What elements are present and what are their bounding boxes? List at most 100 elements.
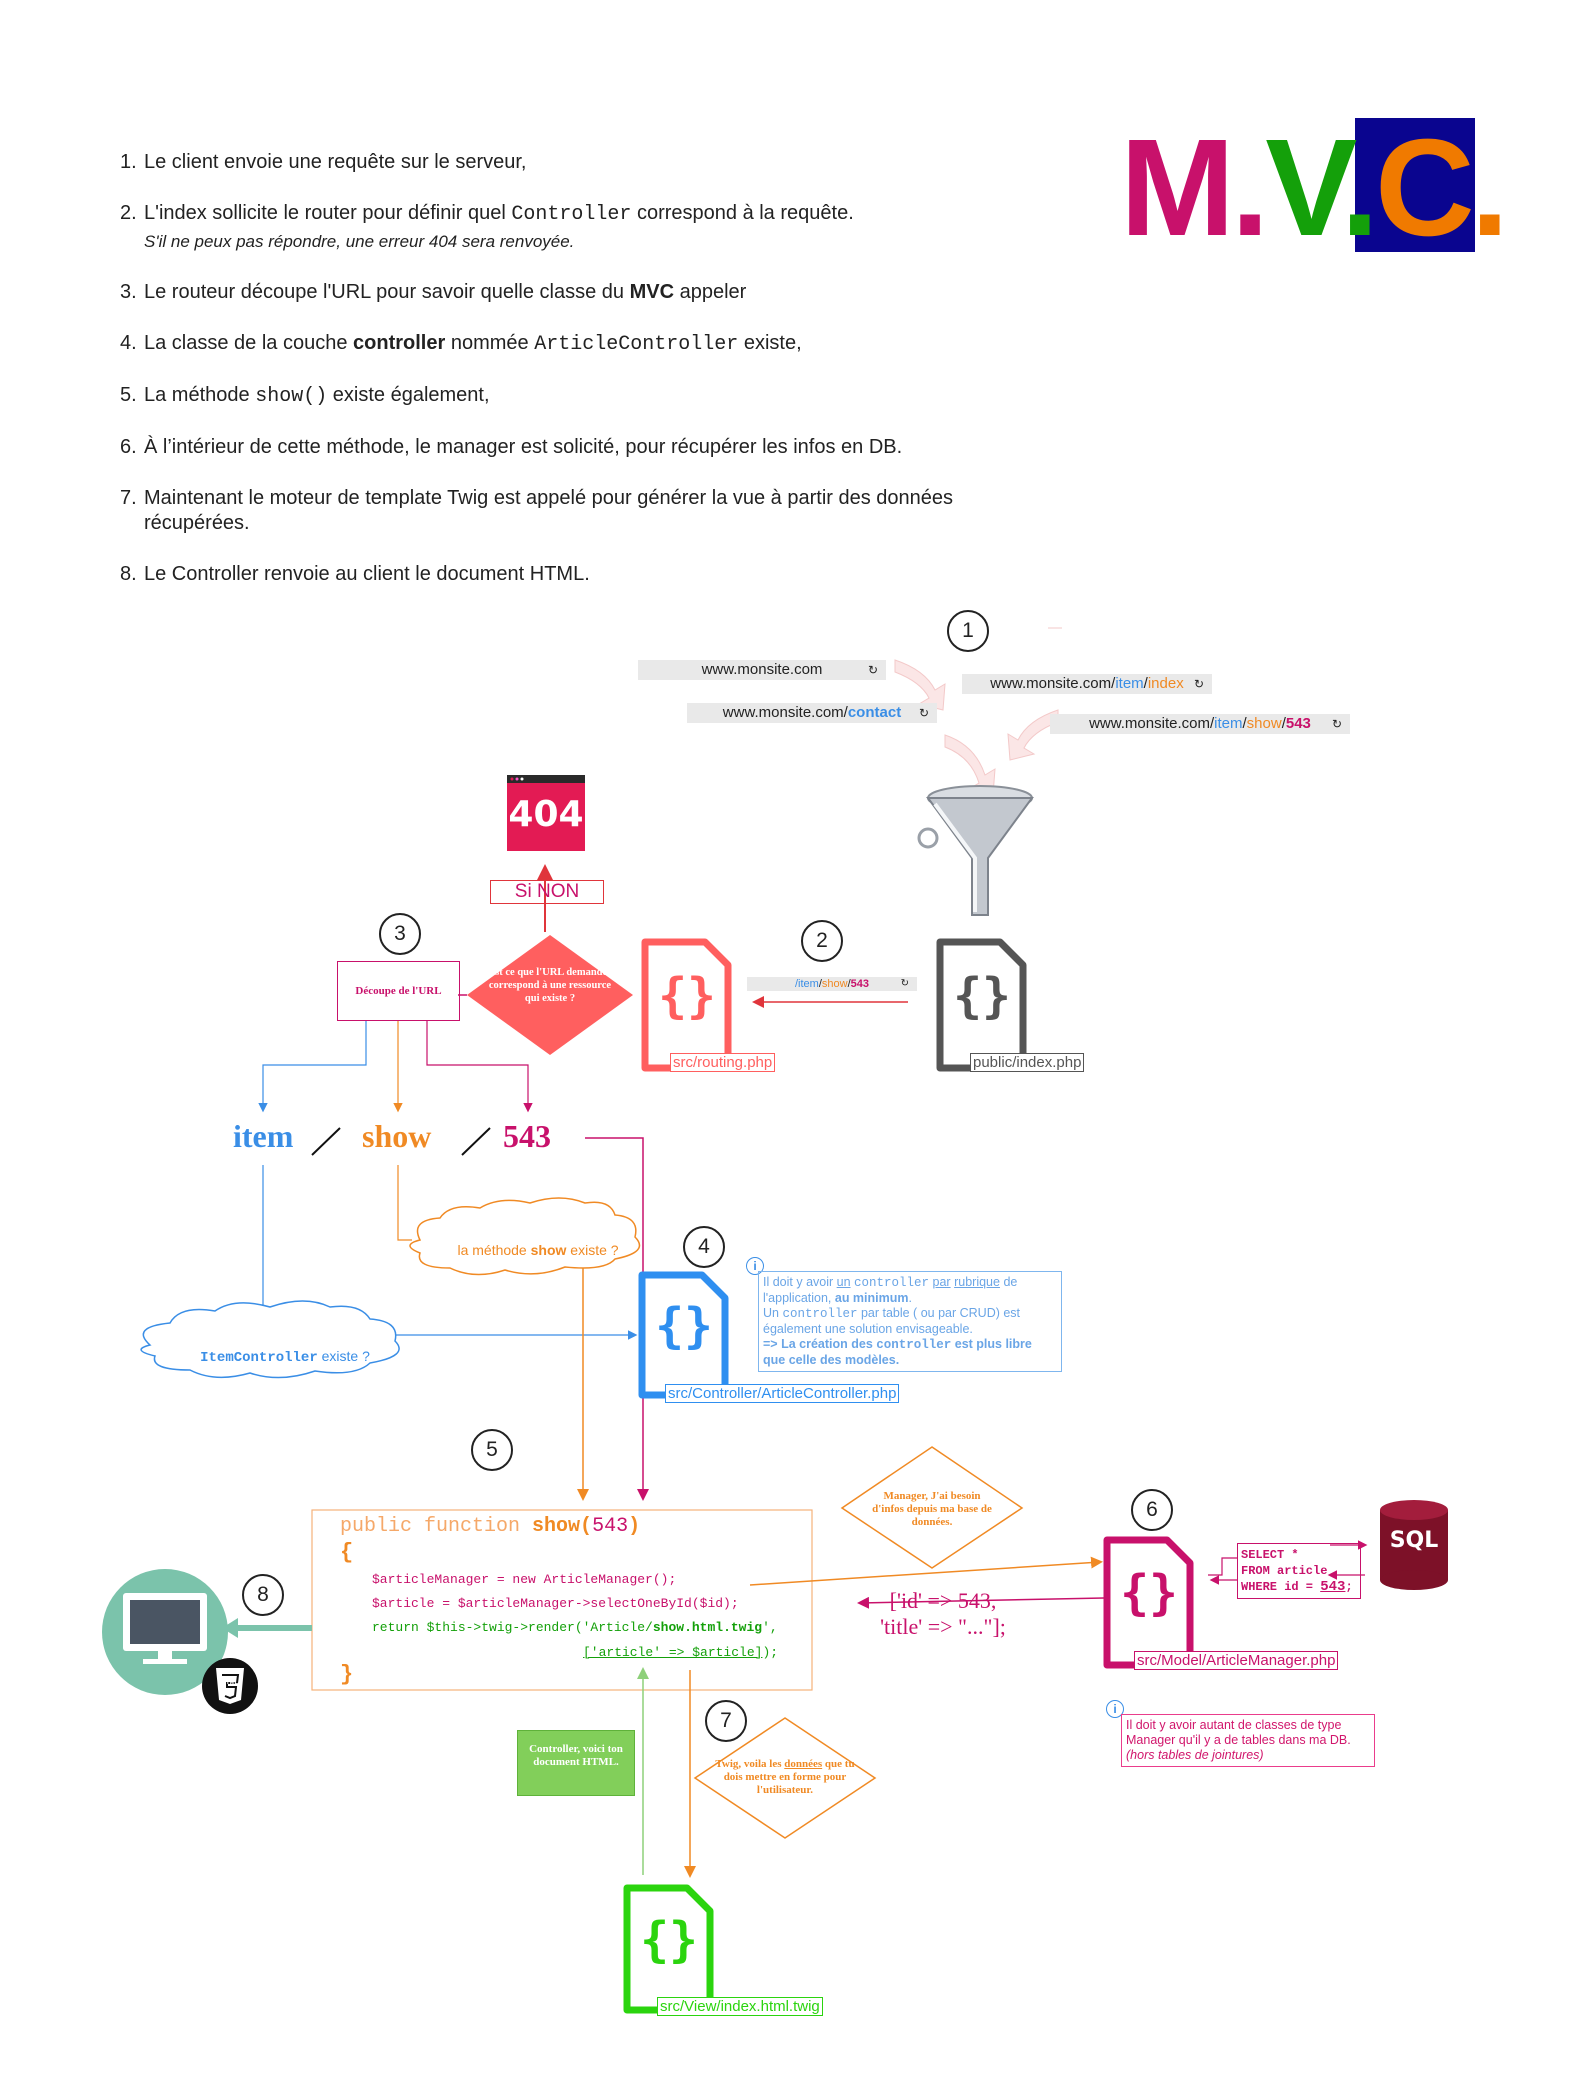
step-text: existe,	[738, 332, 802, 354]
cloud-text: la méthode	[457, 1242, 531, 1258]
url-sep: /	[818, 978, 822, 990]
code-close-brace: }	[340, 1662, 354, 1687]
step-text: Maintenant le moteur de template Twig es…	[144, 487, 954, 534]
url-text: www.monsite.com	[701, 661, 823, 678]
code-method: show	[532, 1515, 581, 1538]
step-text: correspond à la requête.	[631, 202, 854, 224]
info-text: par table ( ou par CRUD) est	[857, 1306, 1021, 1320]
result-line: ['id' => 543,	[889, 1588, 997, 1613]
info-text: Il doit y avoir autant de classes de typ…	[1126, 1718, 1342, 1732]
step-5: 5. La méthode show() existe également,	[120, 383, 1040, 409]
url-item: item	[798, 978, 819, 990]
braces-icon: {}	[1120, 1565, 1178, 1621]
file-icon-routing	[641, 938, 732, 1072]
mvc-logo: M.V.C.	[1120, 118, 1509, 258]
info-text: rubrique	[954, 1275, 1000, 1289]
step-number: 2.	[120, 202, 137, 224]
route-show: show	[362, 1118, 432, 1154]
cloud-controller-text: ItemController existe ?	[180, 1348, 390, 1366]
step-number: 4.	[120, 332, 137, 354]
info-icon: i	[746, 1257, 764, 1275]
url-show: show	[821, 978, 848, 990]
url-bar-home: www.monsite.com ↻	[638, 660, 886, 680]
step-number: 6.	[120, 436, 137, 458]
sql-badge: SQL	[1389, 1528, 1439, 1553]
info-text: .	[908, 1291, 912, 1305]
manager-note-diamond	[840, 1446, 1024, 1569]
info-text: (hors tables de jointures)	[1126, 1748, 1264, 1762]
url-bar-small: /item/show/543 ↻	[747, 977, 917, 991]
braces-icon: {}	[658, 968, 716, 1024]
code-arg: 543	[592, 1515, 629, 1538]
cloud-method	[409, 1197, 641, 1276]
step-text: Le Controller renvoie au client le docum…	[144, 563, 590, 585]
step-3: 3. Le routeur découpe l'URL pour savoir …	[120, 280, 1040, 305]
step-text: L'index sollicite le router pour définir…	[144, 202, 512, 224]
sql-line: WHERE id =	[1241, 1580, 1321, 1594]
info-code: controller	[854, 1276, 930, 1290]
result-array: ['id' => 543, 'title' => "..."];	[868, 1588, 1018, 1640]
step-bold: MVC	[629, 281, 675, 303]
si-non-label: Si NON	[490, 880, 604, 904]
route-id: 543	[503, 1118, 551, 1154]
braces-icon: {}	[640, 1912, 698, 1968]
step-circle-4: 4	[683, 1226, 725, 1268]
info-text: Un	[763, 1306, 783, 1320]
sql-query-box: SELECT * FROM article WHERE id = 543;	[1237, 1543, 1361, 1599]
code-text: );	[762, 1645, 779, 1660]
info-text: que celle des modèles.	[763, 1353, 900, 1367]
cloud-method-text: la méthode show existe ?	[448, 1242, 628, 1258]
twig-note-diamond	[693, 1717, 877, 1839]
info-text: de	[999, 1275, 1018, 1289]
error-404-window	[507, 775, 585, 851]
url-show: show	[1246, 715, 1282, 732]
decision-diamond	[467, 935, 633, 1055]
step-code: Controller	[511, 203, 632, 226]
info-text: par	[932, 1275, 951, 1289]
url-id: 543	[850, 978, 869, 990]
code-line-2: $article = $articleManager->selectOneByI…	[372, 1596, 739, 1611]
info-text: l'application,	[763, 1291, 835, 1305]
step-circle-5: 5	[471, 1429, 513, 1471]
info-text: Il doit y avoir	[763, 1275, 837, 1289]
decision-text: Est ce que l'URL demandée correspond à u…	[488, 967, 612, 1004]
code-paren: )	[628, 1515, 641, 1538]
code-template: show.html.twig	[652, 1620, 763, 1635]
sql-database	[1380, 1500, 1448, 1590]
twig-note-text: Twig, voila les données que tu dois mett…	[710, 1758, 860, 1797]
file-icon-model	[1103, 1536, 1194, 1669]
sql-line: SELECT *	[1241, 1548, 1299, 1562]
cloud-code: ItemController	[200, 1350, 318, 1366]
url-contact: contact	[847, 704, 902, 721]
info-text: également une solution envisageable.	[763, 1322, 973, 1336]
info-text: un	[836, 1275, 851, 1289]
step-code: ArticleController	[534, 333, 739, 356]
file-label-view: src/View/index.html.twig	[657, 1997, 823, 2016]
cloud-text: existe ?	[566, 1242, 619, 1258]
url-sep: /	[1143, 675, 1148, 692]
info-text: Manager qu'il y a de tables dans ma DB.	[1126, 1733, 1351, 1747]
reload-icon: ↻	[867, 663, 878, 677]
info-icon: i	[1106, 1700, 1124, 1718]
route-item: item	[233, 1118, 294, 1154]
info-controller-box: Il doit y avoir un controller par rubriq…	[758, 1271, 1062, 1372]
step-number: 8.	[120, 563, 137, 585]
step-circle-3: 3	[379, 913, 421, 955]
step-text: nommée	[445, 332, 535, 354]
step-2: 2. L'index sollicite le router pour défi…	[120, 201, 1040, 254]
code-text: ['article' => $article]	[583, 1645, 763, 1660]
step-text: À l’intérieur de cette méthode, le manag…	[144, 436, 903, 458]
url-sep: /	[1242, 715, 1247, 732]
file-icon-controller	[638, 1271, 729, 1399]
step-8: 8. Le Controller renvoie au client le do…	[120, 562, 1040, 587]
code-paren: (	[580, 1515, 593, 1538]
url-text: www.monsite.com/	[990, 675, 1116, 692]
html5-badge	[202, 1658, 258, 1714]
twig-note-part: Twig, voila les	[715, 1758, 785, 1770]
file-label-index: public/index.php	[970, 1053, 1085, 1072]
step-text: La classe de la couche	[144, 332, 354, 354]
code-line-1: $articleManager = new ArticleManager();	[372, 1572, 677, 1587]
step-circle-6: 6	[1131, 1489, 1173, 1531]
step-text: La méthode	[144, 384, 256, 406]
